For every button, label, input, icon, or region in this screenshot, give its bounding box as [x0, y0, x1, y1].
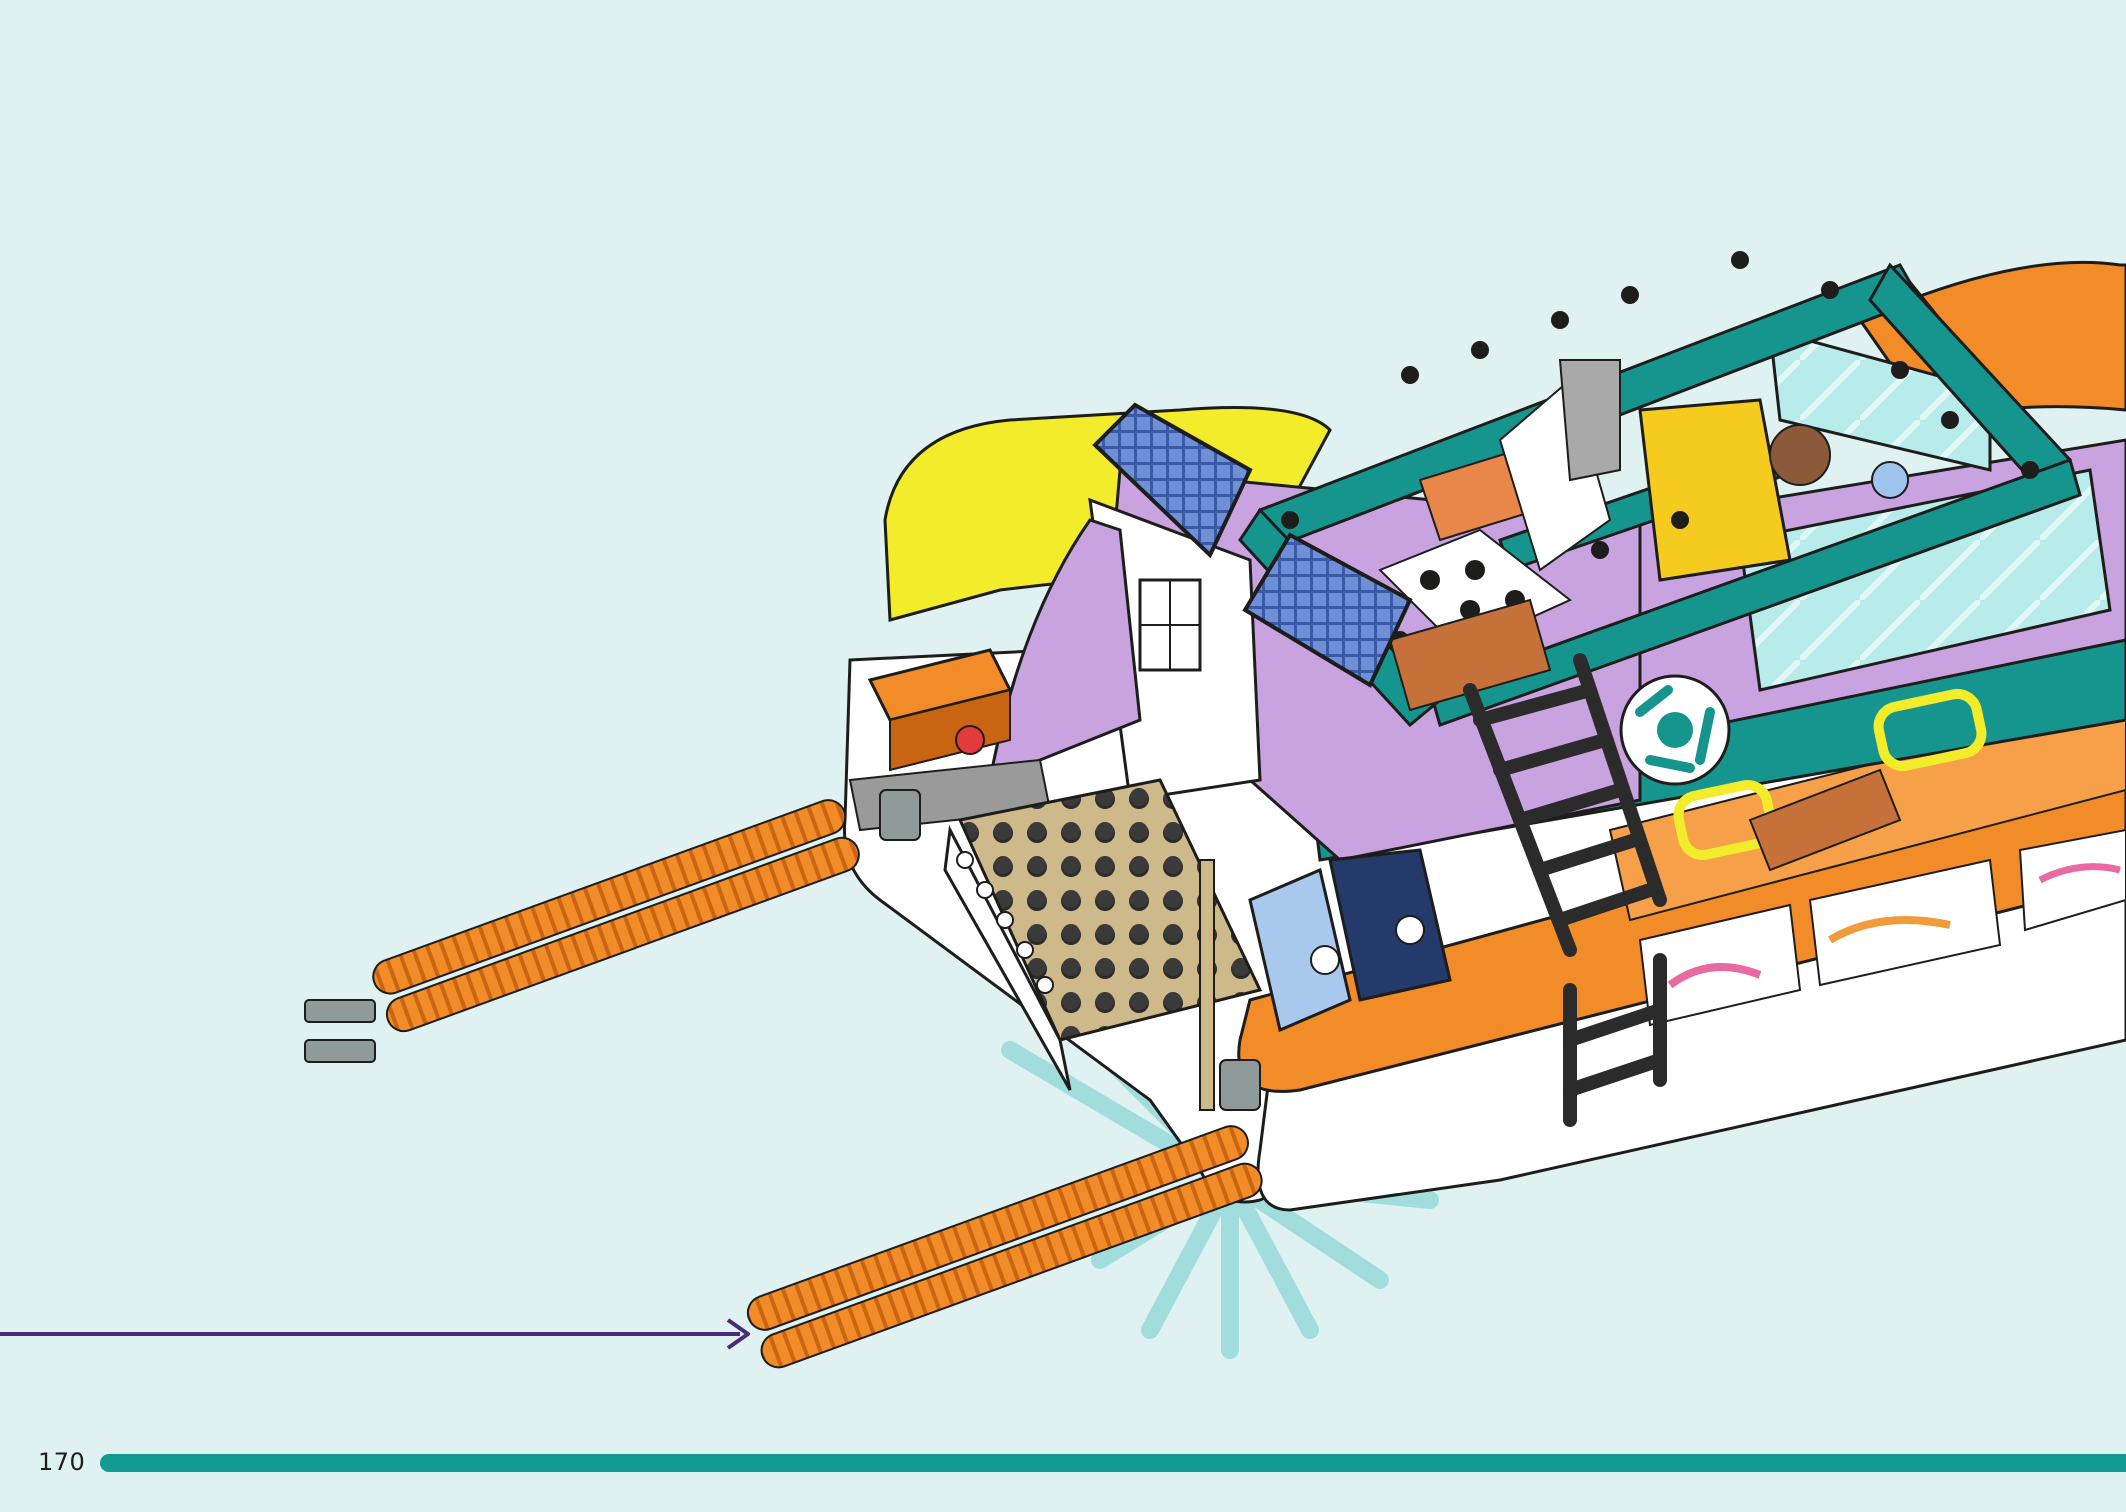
progress-bar	[100, 1454, 2126, 1472]
ladder	[1463, 653, 1667, 1127]
tan-deck	[957, 778, 1263, 1042]
cabin-floor	[1638, 398, 1792, 582]
lower-hose	[746, 1125, 1263, 1369]
recycling-bins	[1248, 848, 1452, 1033]
yellow-rings	[1673, 688, 1987, 860]
page-number: 170	[38, 1448, 86, 1476]
tan-pole	[1199, 859, 1215, 1111]
hose-connectors	[304, 789, 1261, 1111]
recycle-emblem	[1619, 674, 1731, 786]
upper-hose	[372, 799, 860, 1033]
wood-planks	[1388, 598, 1552, 712]
mural-panels	[1638, 828, 2126, 1027]
step-arrow	[0, 1318, 750, 1350]
solar-panels	[1092, 402, 1413, 688]
